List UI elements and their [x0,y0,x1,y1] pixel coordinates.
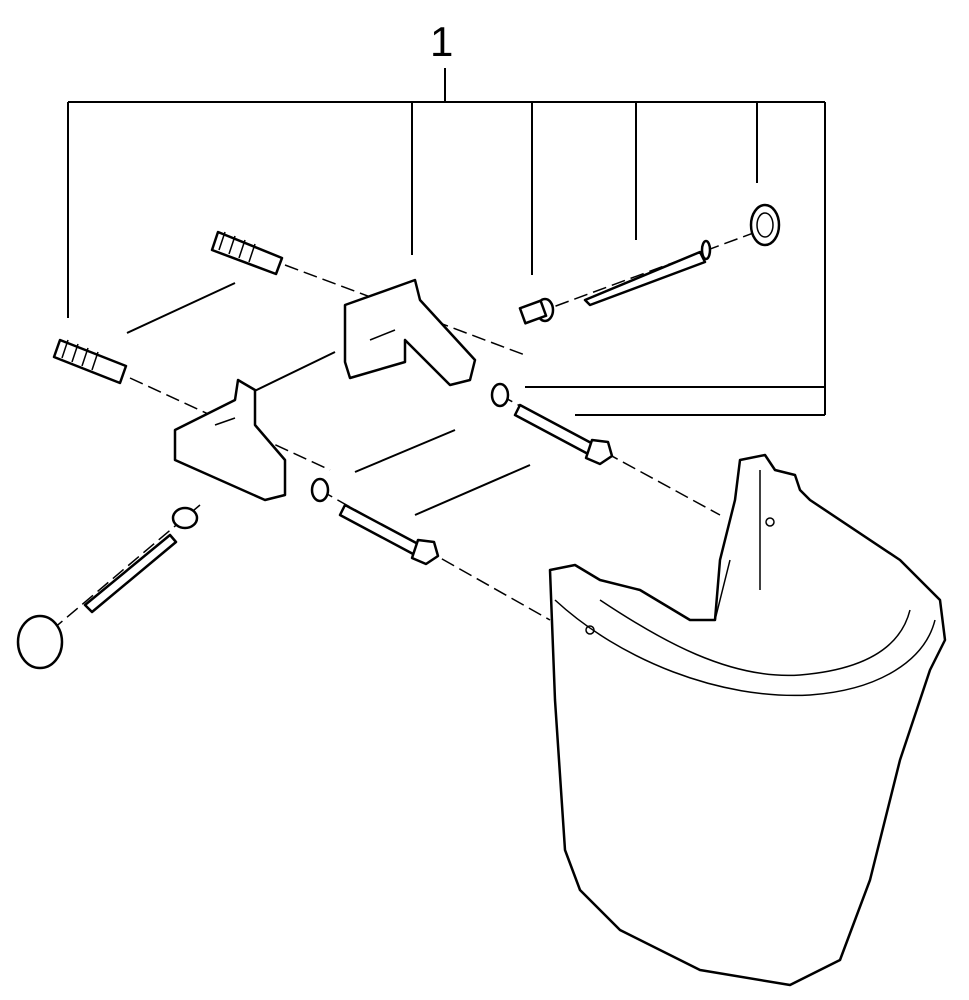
callout-number: 1 [430,18,454,65]
cover-caps [16,203,781,670]
screw-lower [83,533,178,614]
bolt-upper [513,403,614,466]
leader-lines [67,68,826,516]
spacer-lower [171,506,199,530]
wall-plug-lower [52,338,128,385]
washers [310,382,510,503]
spacer-upper [518,297,555,325]
screw-upper [583,239,712,307]
bolt-lower [338,503,440,566]
angle-bracket-lower [173,378,287,502]
angle-bracket-upper [343,278,477,387]
pedestal [548,453,947,987]
wall-plug-upper [210,230,284,276]
